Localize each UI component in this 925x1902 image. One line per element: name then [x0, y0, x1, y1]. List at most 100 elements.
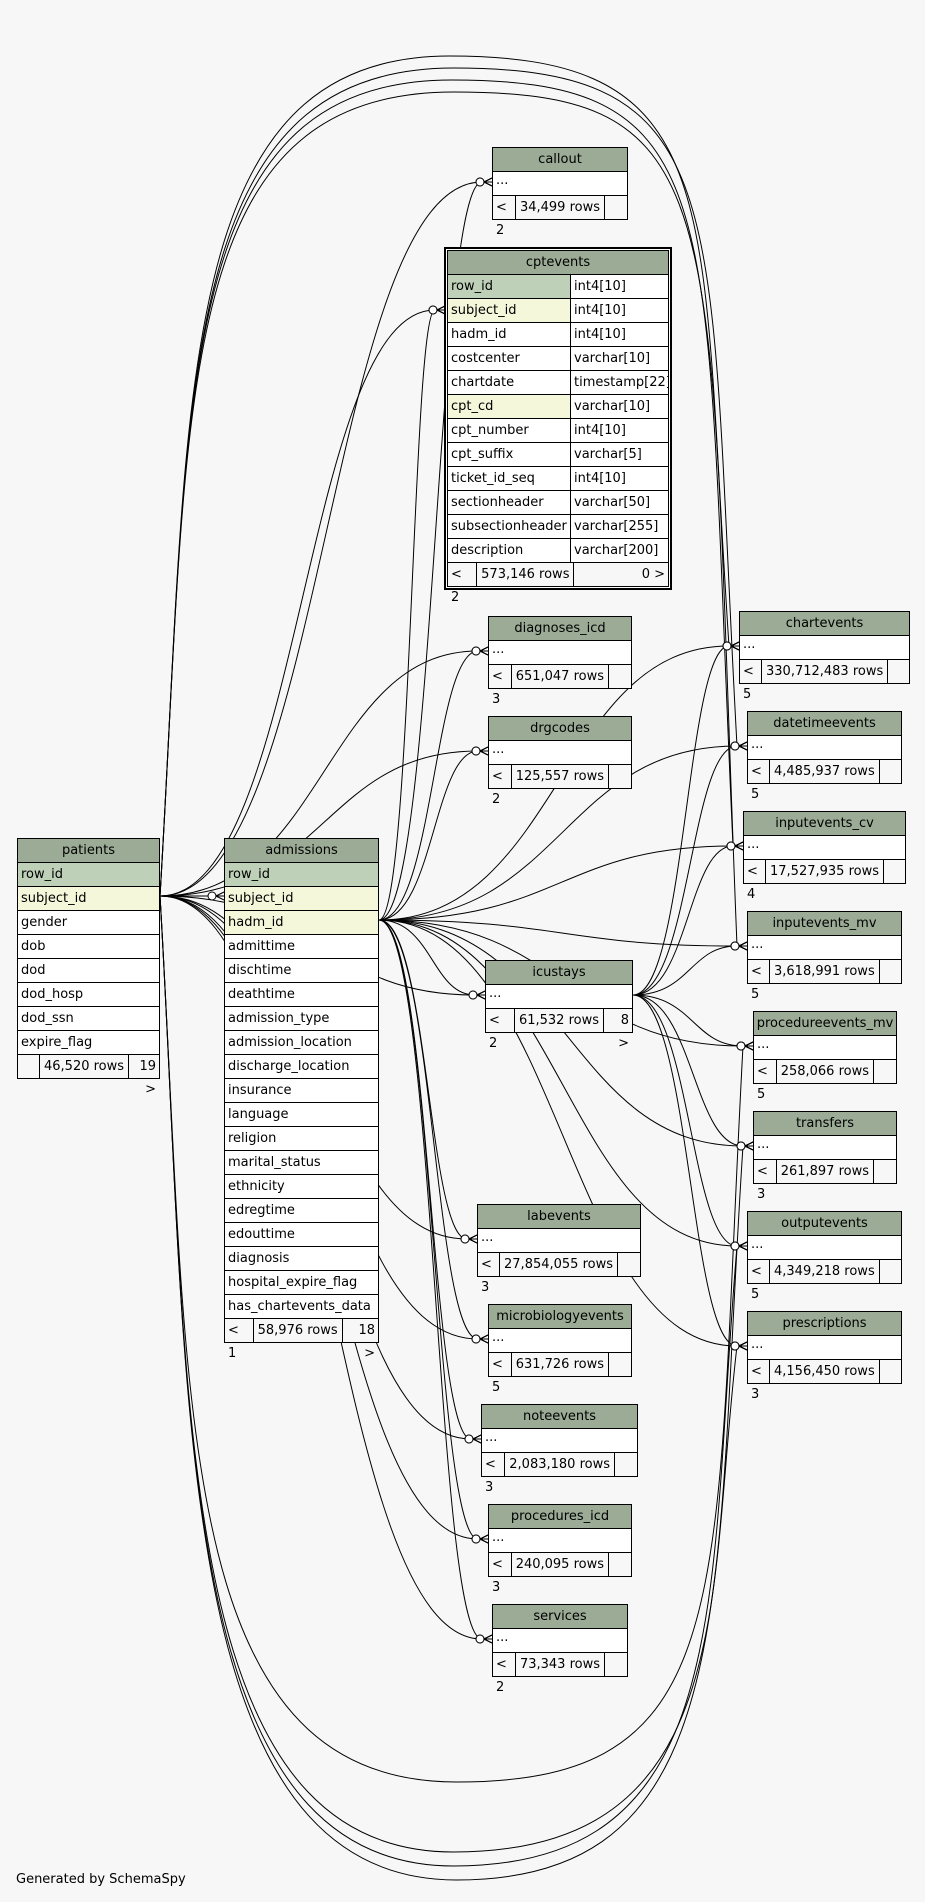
columns-collapsed[interactable]: ... [748, 736, 901, 760]
parents-link[interactable]: < 5 [489, 1353, 512, 1395]
column-row[interactable]: gender [18, 911, 159, 935]
column-row[interactable]: hadm_id [225, 911, 378, 935]
column-name[interactable]: costcenter [451, 351, 520, 366]
column-name[interactable]: hadm_id [225, 911, 378, 934]
column-row[interactable]: dischtime [225, 959, 378, 983]
column-name[interactable]: gender [21, 915, 68, 930]
column-name[interactable]: has_chartevents_data [228, 1299, 371, 1314]
column-row[interactable]: marital_status [225, 1151, 378, 1175]
column-row[interactable]: row_id [18, 863, 159, 887]
column-name[interactable]: language [228, 1107, 289, 1122]
columns-collapsed[interactable]: ... [740, 636, 909, 660]
columns-collapsed[interactable]: ... [748, 936, 901, 960]
columns-collapsed[interactable]: ... [754, 1136, 896, 1160]
columns-collapsed[interactable]: ... [489, 1529, 631, 1553]
parents-link[interactable]: < 5 [748, 1260, 770, 1302]
table-title[interactable]: procedures_icd [489, 1505, 631, 1529]
parents-link[interactable]: < 5 [748, 960, 770, 1002]
column-name[interactable]: row_id [225, 863, 378, 886]
children-link[interactable] [880, 1260, 902, 1283]
column-row[interactable]: admission_location [225, 1031, 378, 1055]
children-link[interactable] [605, 196, 627, 219]
children-link[interactable] [609, 765, 631, 788]
column-row[interactable]: expire_flag [18, 1031, 159, 1055]
children-link[interactable] [874, 1060, 896, 1083]
column-name[interactable]: dischtime [228, 963, 292, 978]
table-title[interactable]: admissions [225, 839, 378, 863]
column-name[interactable]: deathtime [228, 987, 295, 1002]
column-row[interactable]: hospital_expire_flag [225, 1271, 378, 1295]
column-name[interactable]: subject_id [18, 887, 159, 910]
column-name[interactable]: row_id [448, 275, 570, 298]
children-link[interactable] [884, 860, 906, 883]
parents-link[interactable] [18, 1055, 40, 1078]
column-row[interactable]: religion [225, 1127, 378, 1151]
column-name[interactable]: ticket_id_seq [451, 471, 535, 486]
column-row[interactable]: row_id [225, 863, 378, 887]
column-name[interactable]: sectionheader [451, 495, 544, 510]
parents-link[interactable]: < 2 [489, 765, 512, 807]
parents-link[interactable]: < 3 [748, 1360, 770, 1402]
column-name[interactable]: subject_id [225, 887, 378, 910]
columns-collapsed[interactable]: ... [478, 1229, 640, 1253]
children-link[interactable] [880, 1360, 902, 1383]
columns-collapsed[interactable]: ... [482, 1429, 637, 1453]
column-name[interactable]: cpt_number [451, 423, 529, 438]
column-row[interactable]: diagnosis [225, 1247, 378, 1271]
parents-link[interactable]: < 3 [489, 1553, 512, 1595]
table-title[interactable]: diagnoses_icd [489, 617, 631, 641]
parents-link[interactable]: < 5 [754, 1060, 777, 1102]
parents-link[interactable]: < 2 [448, 563, 478, 605]
children-link[interactable] [618, 1253, 640, 1276]
table-title[interactable]: procedureevents_mv [754, 1012, 896, 1036]
column-name[interactable]: subject_id [448, 299, 570, 322]
column-row[interactable]: edouttime [225, 1223, 378, 1247]
column-name[interactable]: insurance [228, 1083, 292, 1098]
columns-collapsed[interactable]: ... [754, 1036, 896, 1060]
column-name[interactable]: edregtime [228, 1203, 295, 1218]
parents-link[interactable]: < 2 [493, 1653, 516, 1695]
column-name[interactable]: dod_hosp [21, 987, 84, 1002]
columns-collapsed[interactable]: ... [493, 172, 627, 196]
column-name[interactable]: cpt_suffix [451, 447, 514, 462]
parents-link[interactable]: < 3 [489, 665, 512, 707]
parents-link[interactable]: < 1 [225, 1319, 254, 1361]
children-link[interactable] [880, 760, 902, 783]
column-row[interactable]: subject_id [225, 887, 378, 911]
column-name[interactable]: discharge_location [228, 1059, 350, 1074]
columns-collapsed[interactable]: ... [748, 1336, 901, 1360]
table-title[interactable]: inputevents_cv [744, 812, 905, 836]
children-link[interactable] [615, 1453, 637, 1476]
column-row[interactable]: ethnicity [225, 1175, 378, 1199]
column-name[interactable]: subsectionheader [451, 519, 567, 534]
column-row[interactable]: dob [18, 935, 159, 959]
table-title[interactable]: transfers [754, 1112, 896, 1136]
table-title[interactable]: outputevents [748, 1212, 901, 1236]
column-row[interactable]: dod_ssn [18, 1007, 159, 1031]
column-name[interactable]: row_id [18, 863, 159, 886]
table-title[interactable]: drgcodes [489, 717, 631, 741]
parents-link[interactable]: < 2 [486, 1009, 515, 1051]
column-row[interactable]: insurance [225, 1079, 378, 1103]
table-title[interactable]: labevents [478, 1205, 640, 1229]
table-title[interactable]: patients [18, 839, 159, 863]
